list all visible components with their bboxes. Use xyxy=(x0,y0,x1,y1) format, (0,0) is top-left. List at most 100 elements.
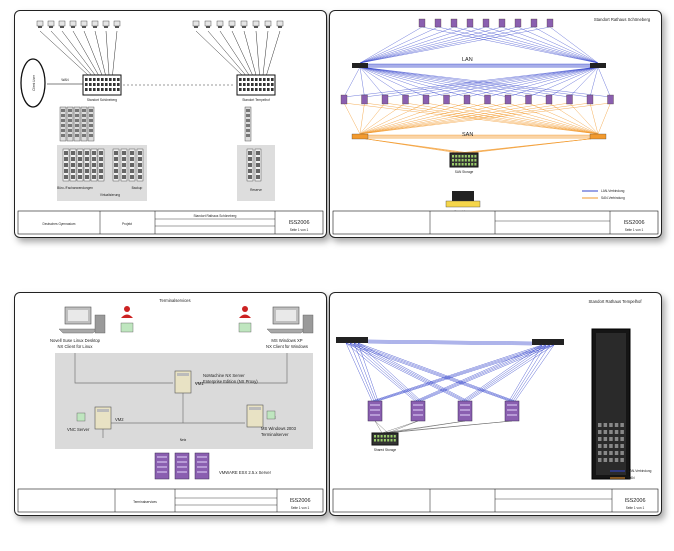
server-icon xyxy=(530,18,538,28)
server-icon xyxy=(546,18,554,28)
server-icon xyxy=(434,18,442,28)
server-icon xyxy=(422,94,430,105)
svg-text:Seite 1 von 1: Seite 1 von 1 xyxy=(290,228,309,232)
client-monitor-icon xyxy=(80,20,88,27)
client-monitor-icon xyxy=(113,20,121,27)
client-monitor-icon xyxy=(276,20,284,27)
caption-d: Reserve xyxy=(250,188,262,192)
server-icon xyxy=(566,94,573,105)
server-icon xyxy=(482,18,490,28)
vm1-label: VM1 xyxy=(195,381,204,386)
file-icon xyxy=(266,410,276,420)
switch-left-label: Standort Schöneberg xyxy=(87,98,117,102)
svg-text:Shared Storage: Shared Storage xyxy=(374,448,397,452)
diagram-sheet-lan-san: Standort Rathaus Schöneberg LAN SAN SAN … xyxy=(329,10,662,238)
wan-label: WAN xyxy=(61,78,69,82)
svg-text:Standort Rathaus Schöneberg: Standort Rathaus Schöneberg xyxy=(194,214,237,218)
logo-text: ISS2006 xyxy=(289,498,310,504)
client-monitor-icon xyxy=(240,20,248,27)
san-switch xyxy=(589,133,607,140)
san-storage xyxy=(449,152,479,168)
vm2-label: VM2 xyxy=(115,417,124,422)
server-icon xyxy=(361,94,368,105)
vm1-icon xyxy=(174,370,192,394)
svg-text:NoMachine NX Server: NoMachine NX Server xyxy=(203,373,245,378)
server-icon xyxy=(525,94,532,105)
svg-text:MS Windows 2003: MS Windows 2003 xyxy=(261,426,297,431)
client-monitor-icon xyxy=(47,20,55,27)
san-switch xyxy=(351,133,369,140)
user-label: Client User xyxy=(32,74,36,91)
server-icon xyxy=(545,94,553,105)
sheet2-header: Standort Rathaus Schöneberg xyxy=(594,17,651,22)
server-icon xyxy=(484,94,491,105)
client-monitor-icon xyxy=(252,20,260,27)
client-monitor-icon xyxy=(192,20,200,27)
legend-label: LAN-Verbindung xyxy=(628,469,652,473)
client-monitor-icon xyxy=(58,20,66,27)
server-icon xyxy=(498,18,506,28)
svg-text:VMWARE ESX 2.5.x Server: VMWARE ESX 2.5.x Server xyxy=(219,470,272,475)
client-monitor-icon xyxy=(204,20,212,27)
sheet4-header: Standort Rathaus Tempelhof xyxy=(589,299,643,304)
server-icon xyxy=(450,18,458,28)
server-icon xyxy=(586,94,594,105)
logo-text: ISS2006 xyxy=(288,220,309,226)
svg-text:Seite 1 von 1: Seite 1 von 1 xyxy=(291,506,310,510)
title-block: ISS2006 Seite 1 von 1 xyxy=(332,210,659,235)
svg-text:MS Windows XP: MS Windows XP xyxy=(271,338,302,343)
server-icon xyxy=(443,94,450,105)
user-ellipse xyxy=(20,58,46,108)
lan-switch xyxy=(352,63,368,68)
client-monitor-icon xyxy=(36,20,44,27)
svg-text:Enterprise Edition (NX Proxy): Enterprise Edition (NX Proxy) xyxy=(203,379,258,384)
svg-text:Projekt: Projekt xyxy=(122,222,132,226)
tape-library xyxy=(452,191,474,201)
server-icon xyxy=(504,94,512,105)
svg-text:Terminalserver: Terminalserver xyxy=(261,432,289,437)
client-monitor-icon xyxy=(102,20,110,27)
client-monitor-icon xyxy=(264,20,272,27)
san-label: SAN xyxy=(462,132,473,138)
server-icon xyxy=(340,94,348,105)
switch-b xyxy=(532,339,564,345)
svg-text:Netz: Netz xyxy=(180,438,187,442)
caption-c: Backup xyxy=(132,186,143,190)
title-block: Terminalservices ISS2006 Seite 1 von 1 xyxy=(17,488,324,513)
vm2-icon xyxy=(94,406,112,430)
client-monitor-icon xyxy=(228,20,236,27)
server-icon xyxy=(402,94,409,105)
lan-label: LAN xyxy=(462,57,473,63)
logo-text: ISS2006 xyxy=(624,498,645,504)
lan-switch xyxy=(590,63,606,68)
diagram-sheet-terminal: Terminalservices Novell Suse Linux Deskt… xyxy=(14,292,327,516)
switch-right-label: Standort Tempelhof xyxy=(242,98,270,102)
server-icon xyxy=(463,94,471,105)
client-monitor-icon xyxy=(69,20,77,27)
legend-label: SAN xyxy=(628,476,635,480)
svg-text:Deutsches Gymnasium: Deutsches Gymnasium xyxy=(43,222,76,226)
sheet3-header: Terminalservices xyxy=(159,298,190,303)
diagram-sheet-servers: Client User WAN Standort Schöneberg Stan… xyxy=(14,10,327,238)
svg-text:SAN Storage: SAN Storage xyxy=(455,170,474,174)
svg-text:NX Client für Linux: NX Client für Linux xyxy=(58,344,94,349)
diagram-sheet-tempelhof: Standort Rathaus Tempelhof Shared Storag… xyxy=(329,292,662,516)
client-monitor-icon xyxy=(91,20,99,27)
legend-label: SAN-Verbindung xyxy=(601,196,625,200)
client-monitor-icon xyxy=(216,20,224,27)
server-icon xyxy=(418,18,426,28)
vm3-icon xyxy=(246,404,264,428)
svg-text:VNC Server: VNC Server xyxy=(67,427,90,432)
logo-text: ISS2006 xyxy=(623,220,644,226)
server-icon xyxy=(381,94,389,105)
server-icon xyxy=(607,94,614,105)
svg-text:Seite 1 von 1: Seite 1 von 1 xyxy=(625,228,644,232)
switch-a xyxy=(336,337,368,343)
server-icon xyxy=(466,18,474,28)
windows-client xyxy=(266,306,314,334)
svg-text:Terminalservices: Terminalservices xyxy=(133,500,157,504)
legend-label: LAN-Verbindung xyxy=(601,189,625,193)
svg-text:Seite 1 von 1: Seite 1 von 1 xyxy=(626,506,645,510)
caption-b: Virtualisierung xyxy=(100,193,120,197)
server-icon xyxy=(514,18,522,28)
